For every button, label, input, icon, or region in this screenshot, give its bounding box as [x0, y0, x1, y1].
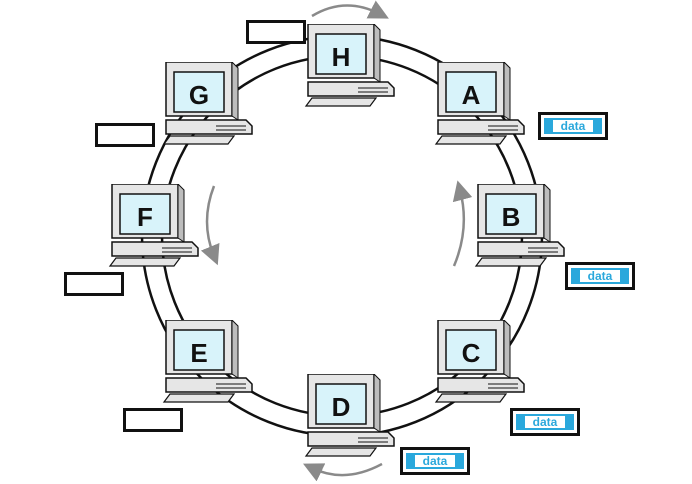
packet-label: data — [552, 120, 594, 132]
computer-icon — [304, 374, 395, 457]
node-label: C — [461, 337, 481, 368]
computer-node-d: D — [304, 374, 398, 458]
node-label: B — [501, 201, 521, 232]
computer-icon — [434, 62, 525, 145]
computer-node-a: A — [434, 62, 528, 146]
empty-packet-h — [246, 20, 306, 44]
data-packet-d: data — [400, 447, 470, 475]
node-label: A — [461, 79, 481, 110]
computer-icon — [304, 24, 395, 107]
node-label: G — [188, 79, 210, 110]
computer-node-e: E — [162, 320, 256, 404]
empty-packet-f — [64, 272, 124, 296]
node-label: F — [137, 201, 153, 232]
computer-icon — [162, 62, 253, 145]
packet-label: data — [414, 455, 456, 467]
computer-node-g: G — [162, 62, 256, 146]
packet-label: data — [524, 416, 566, 428]
arrow-bottom-icon — [302, 462, 383, 482]
arrow-left-icon — [200, 185, 220, 266]
node-label: E — [190, 337, 208, 368]
data-packet-c: data — [510, 408, 580, 436]
computer-node-c: C — [434, 320, 528, 404]
computer-node-f: F — [108, 184, 202, 268]
data-packet-b: data — [565, 262, 635, 290]
computer-icon — [474, 184, 565, 267]
data-packet-a: data — [538, 112, 608, 140]
arrow-top-icon — [311, 0, 389, 19]
node-label: H — [331, 41, 351, 72]
computer-icon — [162, 320, 253, 403]
empty-packet-e — [123, 408, 183, 432]
computer-icon — [434, 320, 525, 403]
node-label: D — [331, 391, 351, 422]
empty-packet-g — [95, 123, 155, 147]
arrow-right-icon — [452, 180, 473, 267]
packet-label: data — [579, 270, 621, 282]
computer-node-b: B — [474, 184, 568, 268]
computer-icon — [108, 184, 199, 267]
computer-node-h: H — [304, 24, 398, 108]
